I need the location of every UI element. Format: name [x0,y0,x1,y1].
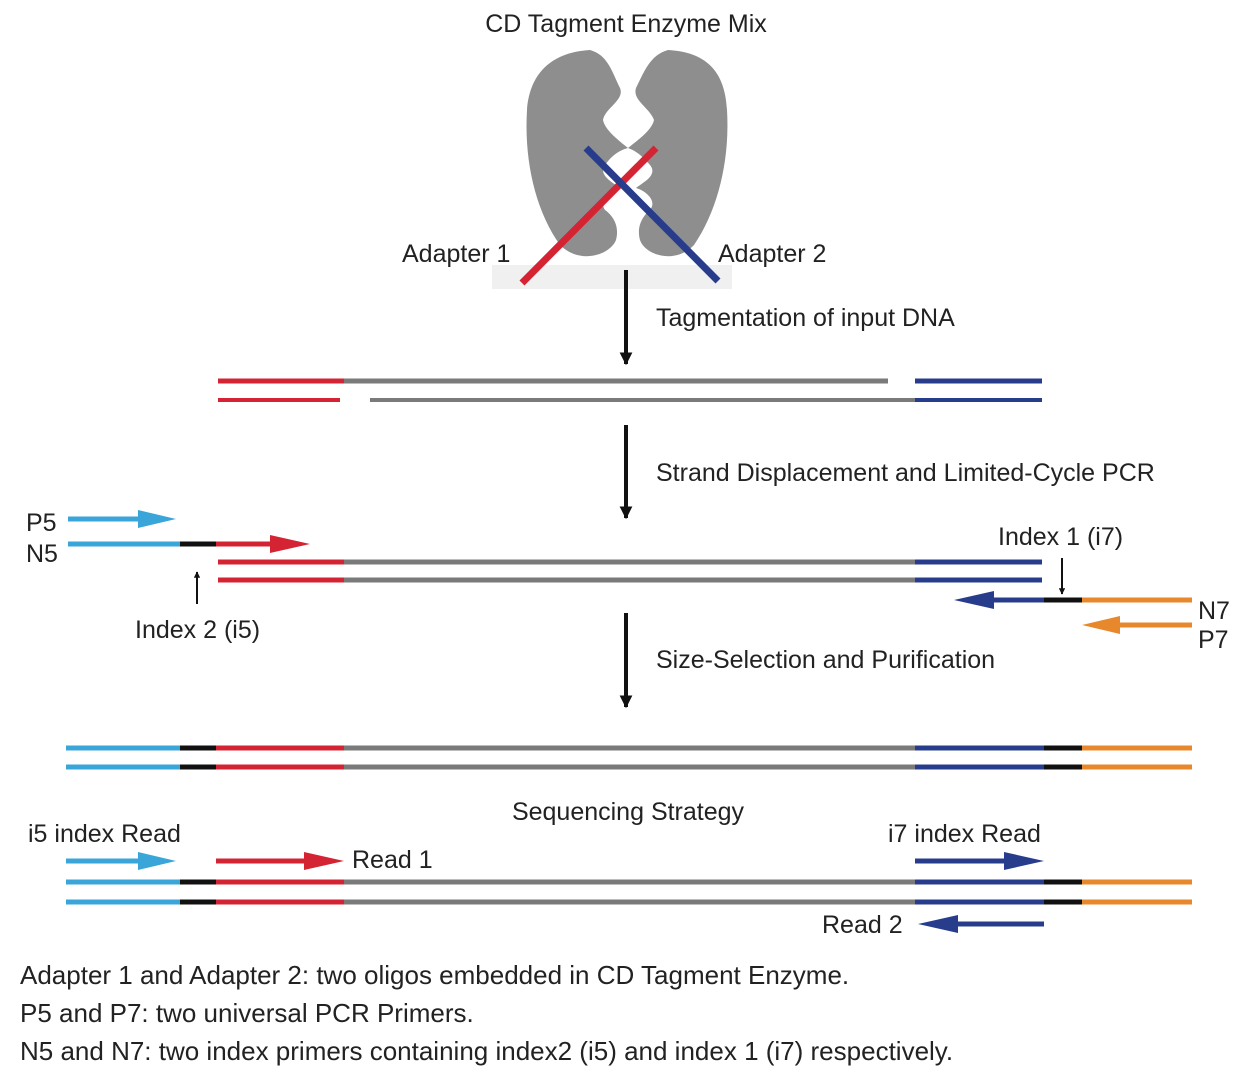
adapter-2-label: Adapter 2 [718,240,826,268]
final-library [66,745,1192,770]
step-1-label: Tagmentation of input DNA [656,304,955,332]
p5-label: P5 [26,509,57,537]
n7-label: N7 [1198,597,1230,625]
i7-index-read-arrow [915,852,1044,870]
step-3-label: Size-Selection and Purification [656,646,995,674]
read-2-arrow [918,915,1044,933]
step-2-label: Strand Displacement and Limited-Cycle PC… [656,459,1155,487]
sequencing-library [66,879,1192,905]
i5-index-read-arrow [66,852,176,870]
p7-label: P7 [1198,626,1229,654]
adapter-2-strand [583,145,721,284]
legend-line-3: N5 and N7: two index primers containing … [20,1036,953,1066]
i5-index-read-label: i5 index Read [28,820,181,848]
read-1-label: Read 1 [352,846,433,874]
adapter-1-strand [519,145,659,286]
p7-primer-arrow [1082,616,1192,634]
legend-line-1: Adapter 1 and Adapter 2: two oligos embe… [20,960,849,990]
index-1-label: Index 1 (i7) [998,523,1123,551]
n5-label: N5 [26,540,58,568]
tagmented-fragment [218,378,1042,402]
read-1-arrow [216,852,344,870]
legend-line-2: P5 and P7: two universal PCR Primers. [20,998,474,1028]
index-2-label: Index 2 (i5) [135,616,260,644]
n7-primer-arrow [954,591,1192,609]
p5-primer-arrow [68,510,176,528]
n5-primer-arrow [68,535,310,553]
adapter-1-label: Adapter 1 [402,240,510,268]
enzyme-mix-title: CD Tagment Enzyme Mix [485,10,767,38]
pcr-template-fragment [218,559,1042,583]
sequencing-strategy-label: Sequencing Strategy [512,798,745,826]
i7-index-read-label: i7 index Read [888,820,1041,848]
enzyme-shape [492,50,732,289]
read-2-label: Read 2 [822,911,903,939]
